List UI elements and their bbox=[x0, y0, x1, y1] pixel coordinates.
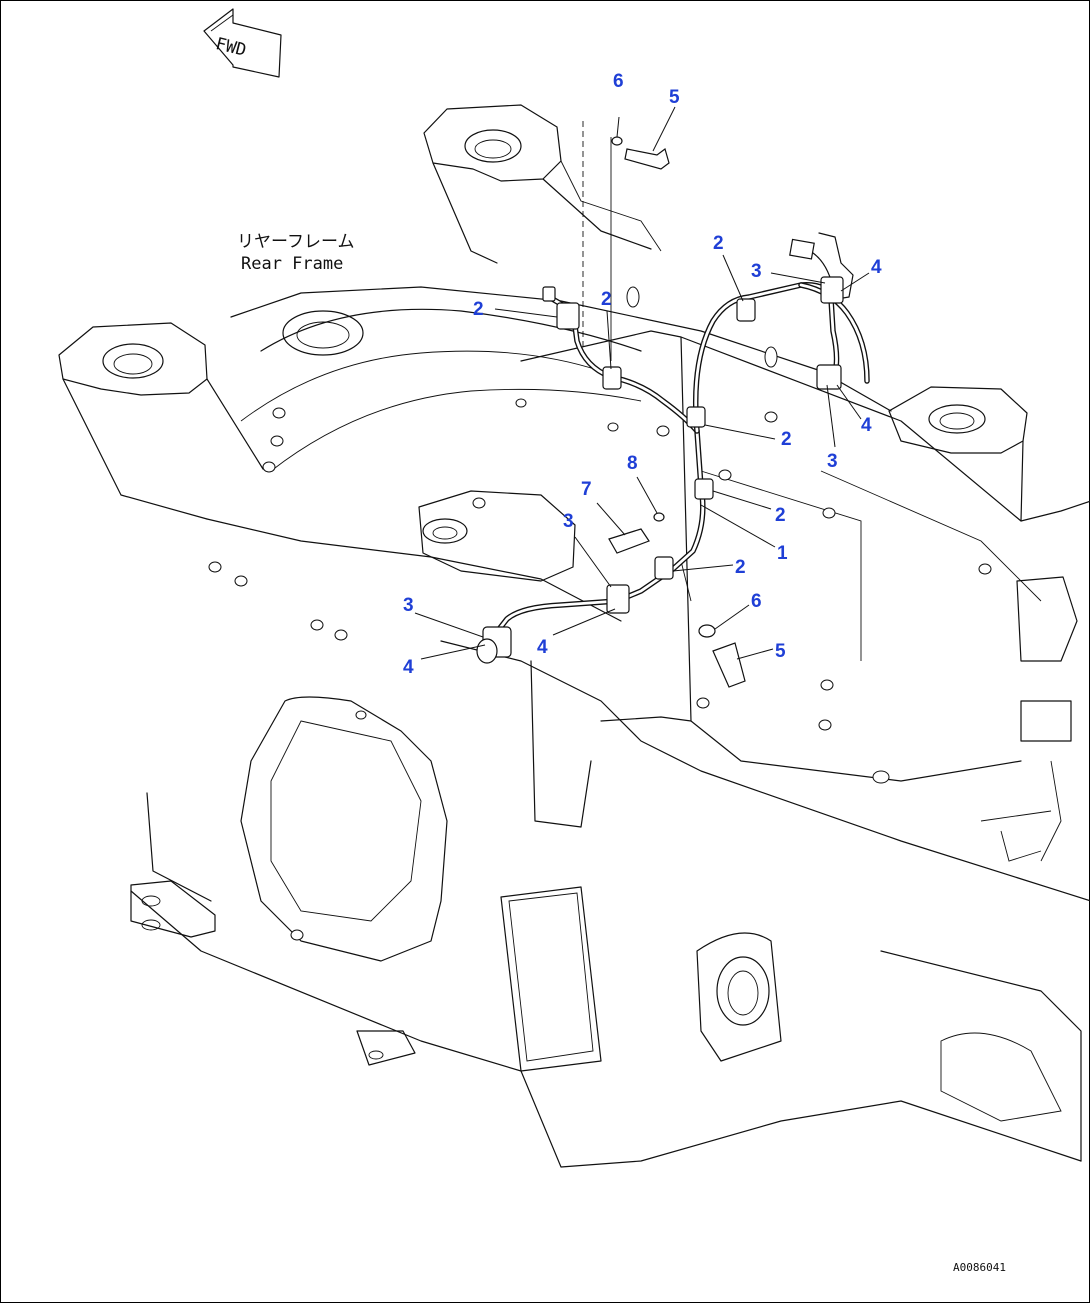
callout-numbers: 6 5 2 3 4 2 2 2 4 3 8 7 2 3 1 2 6 3 4 4 … bbox=[403, 71, 882, 678]
callout-3-right: 3 bbox=[827, 451, 838, 472]
wire-harness bbox=[476, 136, 870, 688]
drawing-code: A0086041 bbox=[953, 1261, 1006, 1274]
callout-3-upper-right: 3 bbox=[751, 261, 762, 282]
callout-2-center: 2 bbox=[601, 289, 612, 310]
callout-2-right-mid: 2 bbox=[781, 429, 792, 450]
leader-lines bbox=[414, 106, 870, 660]
frame-label-jp: リヤーフレーム bbox=[237, 232, 354, 252]
callout-2-left: 2 bbox=[473, 299, 484, 320]
callout-2-upper: 2 bbox=[713, 233, 724, 254]
frame-label-en: Rear Frame bbox=[241, 254, 343, 274]
callout-4-right: 4 bbox=[861, 415, 872, 436]
callout-6-top: 6 bbox=[613, 71, 624, 92]
callout-4-upper-right: 4 bbox=[871, 257, 882, 278]
callout-5-lower: 5 bbox=[775, 641, 786, 662]
callout-5-top: 5 bbox=[669, 87, 680, 108]
callout-3-center: 3 bbox=[563, 511, 574, 532]
callout-8: 8 bbox=[627, 453, 638, 474]
callout-4-center: 4 bbox=[537, 637, 548, 658]
callout-7: 7 bbox=[581, 479, 592, 500]
frame-line-art bbox=[58, 104, 1090, 1168]
fwd-label: FWD bbox=[214, 34, 249, 61]
callout-1: 1 bbox=[777, 543, 788, 564]
callout-2-right-low: 2 bbox=[775, 505, 786, 526]
callout-2-lower: 2 bbox=[735, 557, 746, 578]
callout-6-lower: 6 bbox=[751, 591, 762, 612]
callout-3-left: 3 bbox=[403, 595, 414, 616]
callout-4-left: 4 bbox=[403, 657, 414, 678]
fwd-arrow-icon: FWD bbox=[203, 8, 282, 78]
